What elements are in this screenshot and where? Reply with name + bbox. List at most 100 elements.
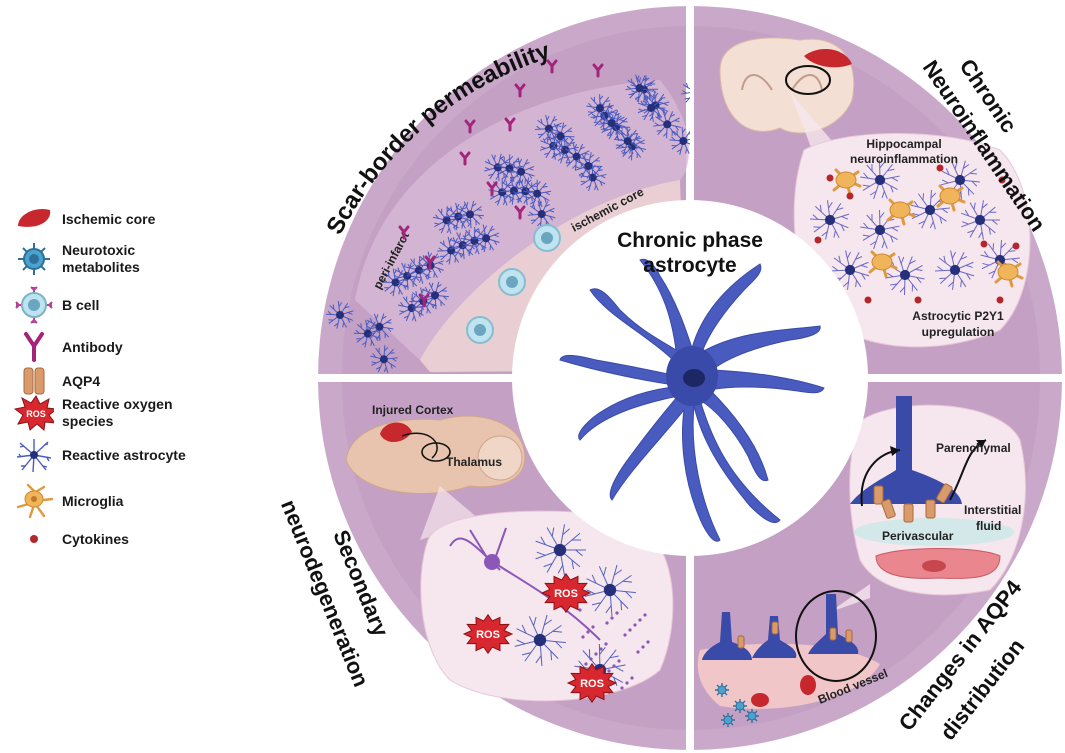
- ischemic-core-mark: [804, 49, 852, 68]
- reactive-astrocyte: [860, 159, 900, 200]
- neurotoxic-metabolite: [715, 683, 729, 697]
- injured-cortex-label: Injured Cortex: [372, 403, 454, 417]
- reactive-astrocyte: [885, 255, 925, 296]
- reactive-astrocyte: [393, 262, 422, 290]
- microglia: [886, 198, 916, 226]
- legend-item-ischemic-core: Ischemic core: [14, 202, 155, 236]
- legend-label: Microglia: [62, 492, 124, 509]
- cytokine: [1012, 242, 1020, 250]
- cytokine: [998, 176, 1006, 184]
- reactive-astrocyte: [860, 209, 900, 250]
- astrocyte-nucleus: [683, 369, 705, 387]
- neurotoxic-metabolite: [733, 699, 747, 713]
- reactive-astrocyte: [456, 200, 484, 229]
- cytokine: [996, 296, 1004, 304]
- neuroinflammation-illustration: Hippocampal neuroinflammation Astrocytic…: [719, 37, 1031, 348]
- cytokine: [864, 296, 872, 304]
- ros-burst: ROS: [540, 572, 592, 614]
- antibody-icon: [14, 330, 54, 364]
- reactive-astrocyte: [397, 293, 426, 322]
- reactive-astrocyte: [535, 524, 586, 576]
- legend-item-microglia: Microglia: [14, 483, 124, 519]
- microglia: [994, 260, 1024, 288]
- cytokine: [814, 236, 822, 244]
- reactive-astrocyte: [547, 122, 575, 151]
- cytokine: [936, 164, 944, 172]
- neurotoxic-metabolite: [721, 713, 735, 727]
- reactive-astrocyte: [810, 200, 850, 240]
- ros-burst: ROS: [462, 613, 514, 655]
- cytokine-dot-icon: [14, 522, 54, 556]
- legend-label: Ischemic core: [62, 210, 156, 227]
- reactive-astrocyte: [325, 301, 354, 329]
- ros-burst-icon: ROS: [14, 395, 54, 431]
- aqp4-channels: [873, 483, 953, 523]
- cerebellum: [477, 435, 523, 481]
- reactive-astrocyte: [449, 231, 477, 260]
- reactive-astrocyte: [934, 250, 975, 290]
- microglia: [868, 250, 898, 278]
- aqp4-channel-icon: [14, 364, 54, 398]
- reactive-astrocyte: [381, 268, 409, 297]
- neurodegeneration-illustration: Injured Cortex Thalamus ROS ROS ROS: [345, 403, 674, 704]
- legend-item-reactive-astrocyte: Reactive astrocyte: [14, 438, 186, 473]
- virus-particle-icon: [14, 242, 54, 276]
- ros-label: ROS: [476, 629, 500, 641]
- interstitial-label-2: fluid: [976, 519, 1001, 533]
- legend-item-cytokines: Cytokines: [14, 522, 129, 556]
- legend-item-b-cell: B cell: [14, 286, 100, 324]
- cytokine: [980, 240, 988, 248]
- ros-label: ROS: [580, 678, 604, 690]
- cytokine: [914, 296, 922, 304]
- ros-badge-text: ROS: [26, 409, 46, 419]
- reactive-astrocyte: [653, 110, 681, 139]
- reactive-astrocyte: [534, 114, 563, 143]
- legend-item-antibody: Antibody: [14, 330, 123, 364]
- center-title-line2: astrocyte: [643, 254, 736, 277]
- legend-label: Reactive oxygen species: [62, 396, 173, 429]
- interstitial-label-1: Interstitial: [964, 503, 1021, 517]
- microglia-icon: [14, 483, 54, 519]
- injured-cortex-mark: [380, 422, 412, 443]
- ros-burst: ROS: [566, 662, 618, 704]
- aqp4-illustration: Parenchymal Interstitial fluid Perivascu…: [697, 396, 1026, 727]
- microglia: [936, 184, 966, 212]
- reactive-astrocyte: [597, 109, 626, 138]
- hippocampus-circle: [785, 65, 831, 95]
- astrocyte-icon: [14, 438, 54, 473]
- neurodegeneration-zoom-panel: [420, 510, 674, 702]
- neurotoxic-metabolite: [745, 709, 759, 723]
- parenchymal-label: Parenchymal: [936, 441, 1011, 455]
- reactive-astrocyte: [421, 281, 449, 310]
- reactive-astrocyte: [586, 94, 614, 122]
- legend-label: Reactive astrocyte: [62, 446, 186, 463]
- center-title-line1: Chronic phase: [617, 229, 763, 252]
- reactive-astrocyte: [472, 224, 500, 253]
- reactive-astrocyte: [507, 157, 535, 186]
- reactive-astrocyte: [637, 94, 666, 122]
- astrocyte-endfoot: [850, 396, 962, 504]
- p2y1-label-2: upregulation: [922, 325, 995, 339]
- thalamus-label: Thalamus: [446, 455, 502, 469]
- p2y1-label-1: Astrocytic P2Y1: [912, 309, 1004, 323]
- reactive-astrocyte: [613, 127, 642, 155]
- thalamus-circle: [421, 442, 451, 462]
- reactive-astrocyte: [370, 345, 398, 373]
- legend-label: AQP4: [62, 372, 101, 389]
- reactive-astrocyte: [562, 142, 591, 171]
- reactive-astrocyte: [527, 200, 556, 229]
- reactive-astrocyte: [365, 313, 394, 341]
- degenerating-neuron: [449, 527, 601, 641]
- reactive-astrocyte: [584, 564, 636, 616]
- legend: Ischemic core Neurotoxic metabolites B c…: [0, 0, 300, 753]
- legend-item-neurotoxic-metabolites: Neurotoxic metabolites: [14, 242, 212, 276]
- legend-item-aqp4: AQP4: [14, 364, 100, 398]
- legend-label: Neurotoxic metabolites: [62, 242, 140, 275]
- legend-label: B cell: [62, 296, 100, 313]
- reactive-astrocyte: [669, 127, 690, 155]
- cytokine: [846, 192, 854, 200]
- red-blob-icon: [14, 202, 54, 236]
- reactive-astrocyte: [961, 200, 1000, 240]
- cytokine: [826, 174, 834, 182]
